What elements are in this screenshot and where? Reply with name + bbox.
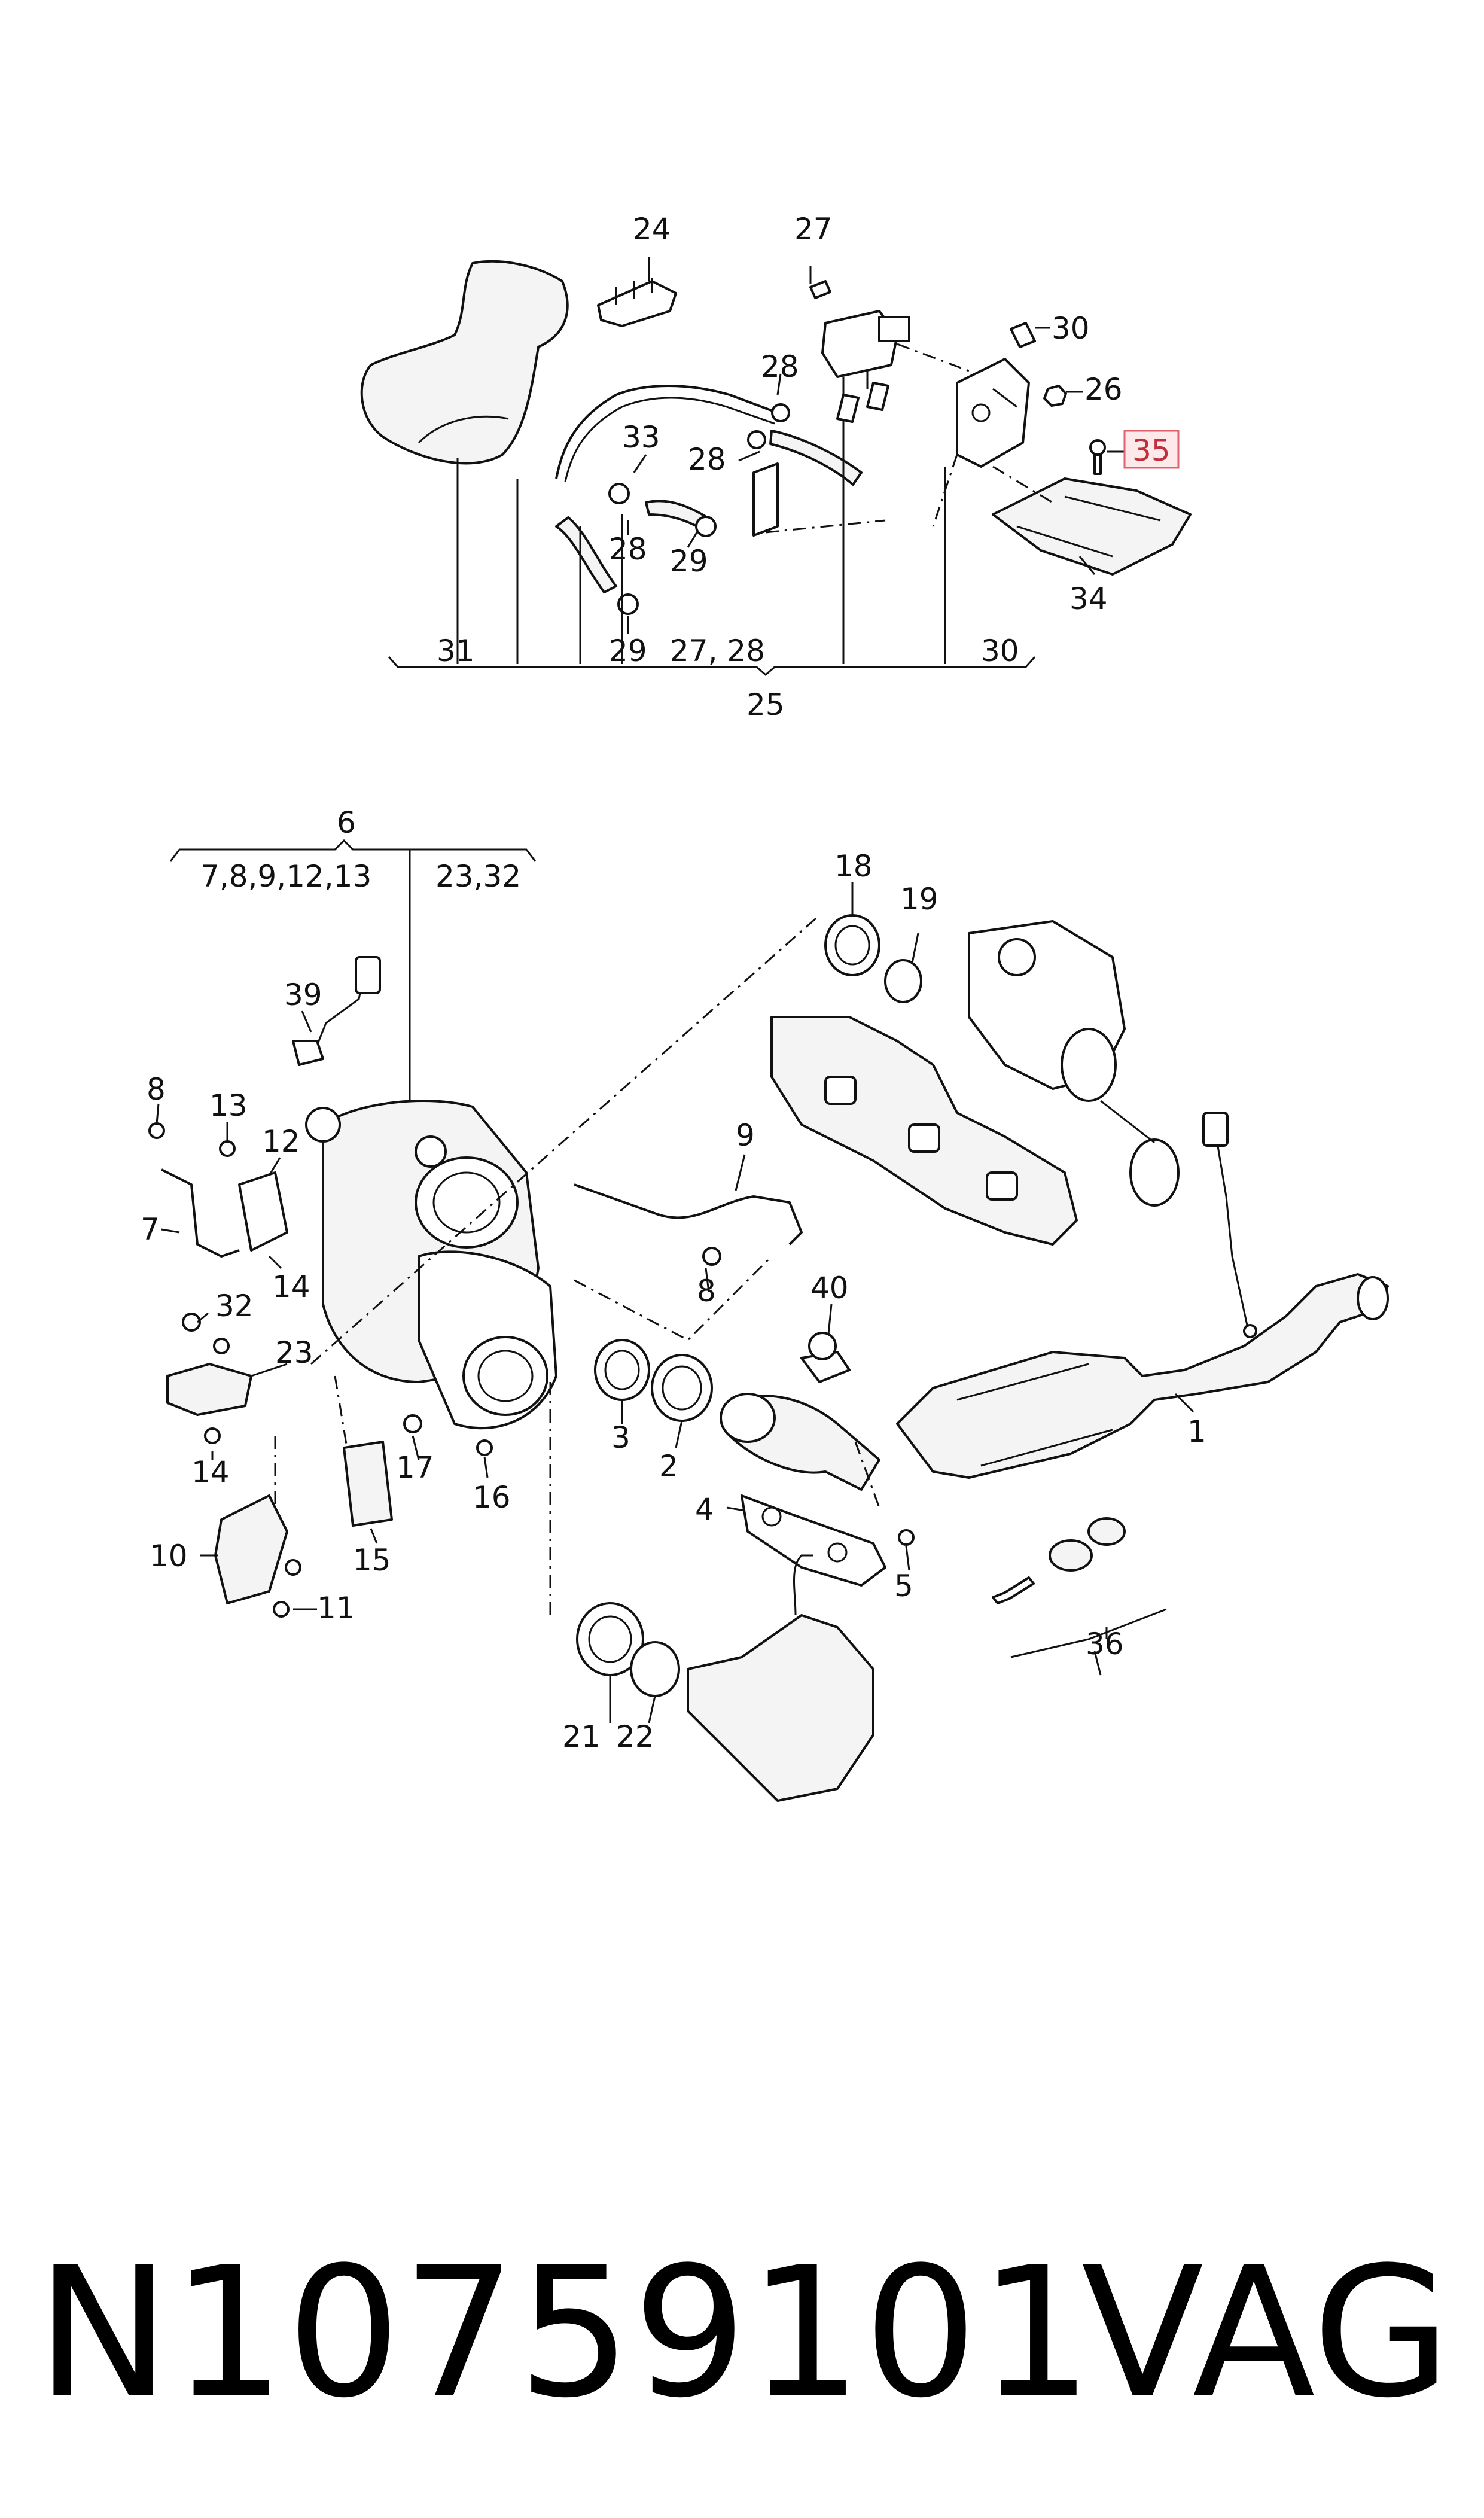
callout-15: 15 [353, 1543, 391, 1578]
callout-5: 5 [894, 1569, 913, 1603]
callout-35-highlight: 35 [1123, 430, 1180, 469]
exhaust-pipe-part-1 [896, 1273, 1389, 1479]
callout-36: 36 [1086, 1627, 1124, 1661]
callout-7: 7 [141, 1212, 160, 1247]
bracket-clip-part-24 [597, 278, 677, 327]
callout-28: 28 [609, 532, 647, 567]
callout-11: 11 [317, 1591, 355, 1625]
upper-assembly [360, 257, 1192, 676]
pipe-part-7 [161, 1168, 240, 1258]
callout-8: 8 [697, 1274, 716, 1308]
callout-16: 16 [473, 1480, 511, 1515]
hose-part-29 [555, 516, 617, 593]
callout-29: 29 [670, 544, 708, 578]
heat-shield-part-31 [360, 260, 569, 465]
callout-25: 25 [746, 687, 785, 722]
callout-2: 2 [659, 1449, 678, 1484]
callout-13: 13 [209, 1088, 248, 1123]
catalytic-converter-housing [305, 1100, 557, 1430]
callout-24: 24 [633, 212, 671, 246]
vacuum-line [555, 385, 778, 479]
callout-34: 34 [1069, 581, 1108, 616]
callout-1: 1 [1187, 1414, 1206, 1449]
callout-6: 6 [337, 805, 356, 840]
callout-29: 29 [609, 634, 647, 668]
part-number-caption: N10759101 [36, 2228, 1095, 2437]
callout-22: 22 [616, 1719, 654, 1754]
callout-32: 32 [215, 1289, 254, 1323]
callout-6-group-a: 7,8,9,12,13 [200, 859, 371, 894]
lower-assembly [148, 839, 1389, 1802]
callout-27: 27 [794, 212, 833, 246]
callout-27-28: 27, 28 [670, 634, 765, 668]
lower-pipe [687, 1614, 874, 1802]
callout-39: 39 [284, 978, 322, 1012]
pressure-sensor-part-27 [809, 280, 910, 395]
sensor-part-40 [800, 1332, 851, 1383]
flange-part-4 [741, 1494, 886, 1587]
seal-part-3 [594, 1339, 650, 1401]
callout-14: 14 [191, 1455, 230, 1490]
callout-9: 9 [736, 1118, 755, 1153]
callout-23: 23 [275, 1335, 313, 1370]
callout-30: 30 [981, 634, 1019, 668]
callout-35: 35 [1132, 433, 1171, 468]
clamp-part-2 [651, 1354, 713, 1422]
callout-21: 21 [562, 1719, 601, 1754]
seal-part-22 [630, 1641, 680, 1697]
callout-33: 33 [622, 420, 660, 455]
callout-labels: 24 27 30 26 35 28 33 28 28 29 34 31 29 2… [141, 212, 1206, 1754]
rivets-part-36 [992, 1517, 1167, 1676]
callout-28: 28 [761, 349, 799, 384]
turbocharger-assembly [770, 920, 1180, 1246]
sensor-part-39 [292, 956, 381, 1066]
callout-14: 14 [272, 1269, 310, 1304]
seal-part-19 [884, 959, 922, 1003]
bracket-plate-part-34 [992, 477, 1192, 576]
pipe-part-9 [574, 1183, 803, 1246]
bracket-part-23 [166, 1363, 252, 1416]
bracket-part-30 [956, 358, 1030, 468]
callout-26: 26 [1084, 372, 1123, 407]
callout-8: 8 [147, 1072, 166, 1107]
callout-4: 4 [695, 1492, 714, 1527]
callout-18: 18 [834, 849, 873, 884]
callout-3: 3 [611, 1420, 630, 1455]
clamp-part-18 [824, 914, 880, 976]
callout-28: 28 [688, 442, 726, 477]
hose-part-2728 [769, 430, 863, 486]
callout-6-group-b: 23,32 [435, 859, 521, 894]
diagram-canvas: 24 27 30 26 35 28 33 28 28 29 34 31 29 2… [141, 212, 1389, 1802]
callout-10: 10 [150, 1539, 188, 1573]
bracket-part-15 [343, 1441, 393, 1527]
callout-30: 30 [1052, 311, 1090, 346]
callout-19: 19 [900, 882, 938, 917]
callout-17: 17 [396, 1450, 434, 1485]
bolt-part-35 [1089, 439, 1106, 475]
callout-12: 12 [262, 1124, 300, 1159]
callout-40: 40 [810, 1271, 849, 1305]
callout-31: 31 [437, 634, 475, 668]
brand-caption: VAG [1081, 2228, 1451, 2437]
bracket-part-10 [214, 1494, 288, 1604]
